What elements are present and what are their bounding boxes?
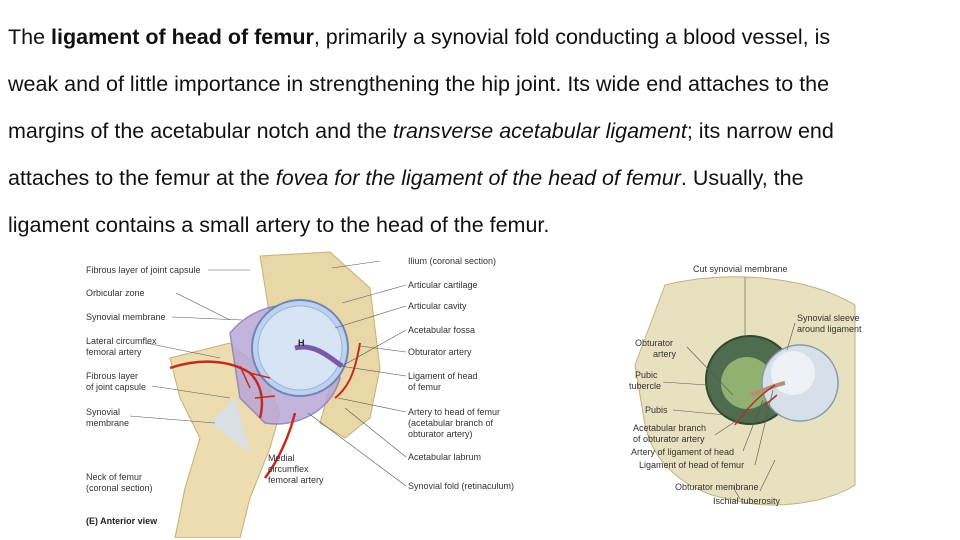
artery-of-ligament (734, 384, 778, 426)
figure-caption: (E) Anterior view (86, 516, 158, 526)
label-acetabular-labrum: Acetabular labrum (408, 452, 481, 462)
artery-to-head (334, 342, 361, 399)
paragraph-line-4: attaches to the femur at the fovea for t… (8, 155, 952, 202)
label-obturator-artery: Obturator artery (408, 347, 472, 357)
label-ischial-tuberosity: Ischial tuberosity (713, 496, 781, 506)
body-paragraph: The ligament of head of femur, primarily… (8, 14, 952, 249)
text-run: . Usually, the (680, 166, 804, 190)
label-of-femur: of femur (408, 382, 441, 392)
label-synovial-sleeve: Synovial sleeve (797, 313, 860, 323)
label-pubis: Pubis (645, 405, 668, 415)
text-run: , primarily a synovial fold conducting a… (313, 25, 831, 49)
label-artery-of-ligament: Artery of ligament of head (631, 447, 734, 457)
label-lateral-circumflex: Lateral circumflex (86, 336, 157, 346)
label-of-obturator-artery: of obturator artery (633, 434, 705, 444)
label-obturator: Obturator (635, 338, 673, 348)
label-acetabular-fossa: Acetabular fossa (408, 325, 475, 335)
artery-lateral-circumflex (169, 360, 264, 419)
label-synovial-membrane: Synovial membrane (86, 312, 166, 322)
label-synovial-fold: Synovial fold (retinaculum) (408, 481, 514, 491)
label-of-joint-capsule: of joint capsule (86, 382, 146, 392)
bold-term: ligament of head of femur (51, 25, 314, 49)
label-medial: Medial (268, 453, 295, 463)
paragraph-line-3: margins of the acetabular notch and the … (8, 108, 952, 155)
text-run: attaches to the femur at the (8, 166, 276, 190)
hip-coronal-section-figure: H Fibrous layer of joint capsule Orbicul… (86, 251, 514, 538)
ligament-of-head (294, 344, 344, 369)
artery-branches (239, 365, 276, 399)
label-obturator-artery-paren: obturator artery) (408, 429, 473, 439)
label-pubic: Pubic (635, 370, 658, 380)
label-artery-to-head: Artery to head of femur (408, 407, 500, 417)
label-synovial: Synovial (86, 407, 120, 417)
label-around-ligament: around ligament (797, 324, 862, 334)
label-cut-synovial: Cut synovial membrane (693, 264, 788, 274)
paragraph-line-2: weak and of little importance in strengt… (8, 61, 952, 108)
head-marker: H (298, 338, 305, 348)
label-membrane: membrane (86, 418, 129, 428)
label-articular-cavity: Articular cavity (408, 301, 467, 311)
label-articular-cartilage: Articular cartilage (408, 280, 478, 290)
label-artery: artery (653, 349, 677, 359)
label-orbicular-zone: Orbicular zone (86, 288, 145, 298)
paragraph-line-5: ligament contains a small artery to the … (8, 202, 952, 249)
label-acetabular-branch-right: Acetabular branch (633, 423, 706, 433)
text-run: ; its narrow end (686, 119, 834, 143)
leader-lines (129, 260, 407, 487)
text-run: weak and of little importance in strengt… (8, 72, 830, 96)
label-neck-of-femur: Neck of femur (86, 472, 142, 482)
label-ilium: Ilium (coronal section) (408, 256, 496, 266)
leader-lines-right (662, 277, 796, 500)
femoral-head-highlight (771, 351, 815, 395)
label-fibrous-layer-2: Fibrous layer (86, 371, 138, 381)
italic-term: fovea for the ligament of the head of fe… (275, 166, 681, 190)
paragraph-line-1: The ligament of head of femur, primarily… (8, 14, 952, 61)
label-ligament-of-head-femur: Ligament of head of femur (639, 460, 744, 470)
label-circumflex: circumflex (268, 464, 309, 474)
label-medial-femoral-artery: femoral artery (268, 475, 324, 485)
label-obturator-membrane: Obturator membrane (675, 482, 759, 492)
label-ligament-of-head: Ligament of head (408, 371, 478, 381)
label-fibrous-layer: Fibrous layer of joint capsule (86, 265, 201, 275)
text-run: The (8, 25, 52, 49)
artery-medial-circumflex (263, 412, 297, 479)
label-femoral-artery: femoral artery (86, 347, 142, 357)
ligament-of-head-right (749, 381, 786, 397)
label-coronal-section: (coronal section) (86, 483, 153, 493)
italic-term: transverse acetabular ligament (392, 119, 687, 143)
label-tubercle: tubercle (629, 381, 661, 391)
text-run: margins of the acetabular notch and the (8, 119, 393, 143)
label-acetabular-branch: (acetabular branch of (408, 418, 494, 428)
synovial-membrane-fan (210, 398, 250, 453)
text-run: ligament contains a small artery to the … (8, 213, 550, 237)
hip-opened-joint-figure: Cut synovial membrane Synovial sleeve ar… (629, 264, 862, 506)
